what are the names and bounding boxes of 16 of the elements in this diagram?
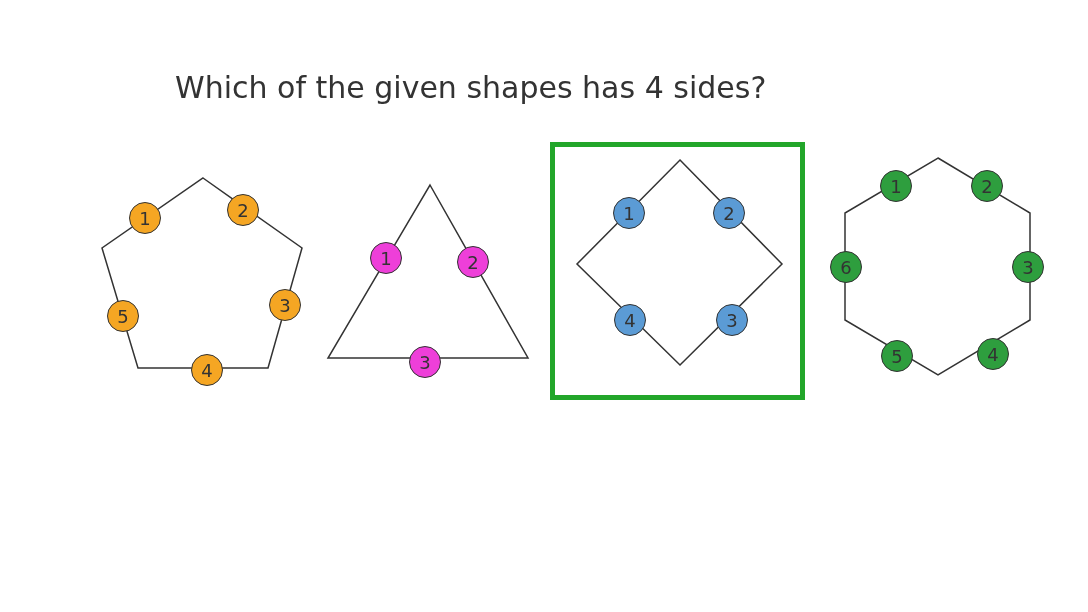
side-number: 1 bbox=[129, 202, 161, 234]
side-number: 2 bbox=[971, 170, 1003, 202]
side-number: 5 bbox=[881, 340, 913, 372]
side-number: 4 bbox=[191, 354, 223, 386]
diamond-outline bbox=[576, 159, 783, 366]
side-number: 1 bbox=[370, 242, 402, 274]
side-number: 3 bbox=[716, 304, 748, 336]
side-number: 3 bbox=[409, 346, 441, 378]
side-number: 3 bbox=[1012, 251, 1044, 283]
side-number: 1 bbox=[613, 197, 645, 229]
side-number: 2 bbox=[713, 197, 745, 229]
side-number: 6 bbox=[830, 251, 862, 283]
side-number: 4 bbox=[977, 338, 1009, 370]
question-text: Which of the given shapes has 4 sides? bbox=[175, 70, 767, 105]
highlight-frame bbox=[550, 142, 805, 400]
side-number: 4 bbox=[614, 304, 646, 336]
